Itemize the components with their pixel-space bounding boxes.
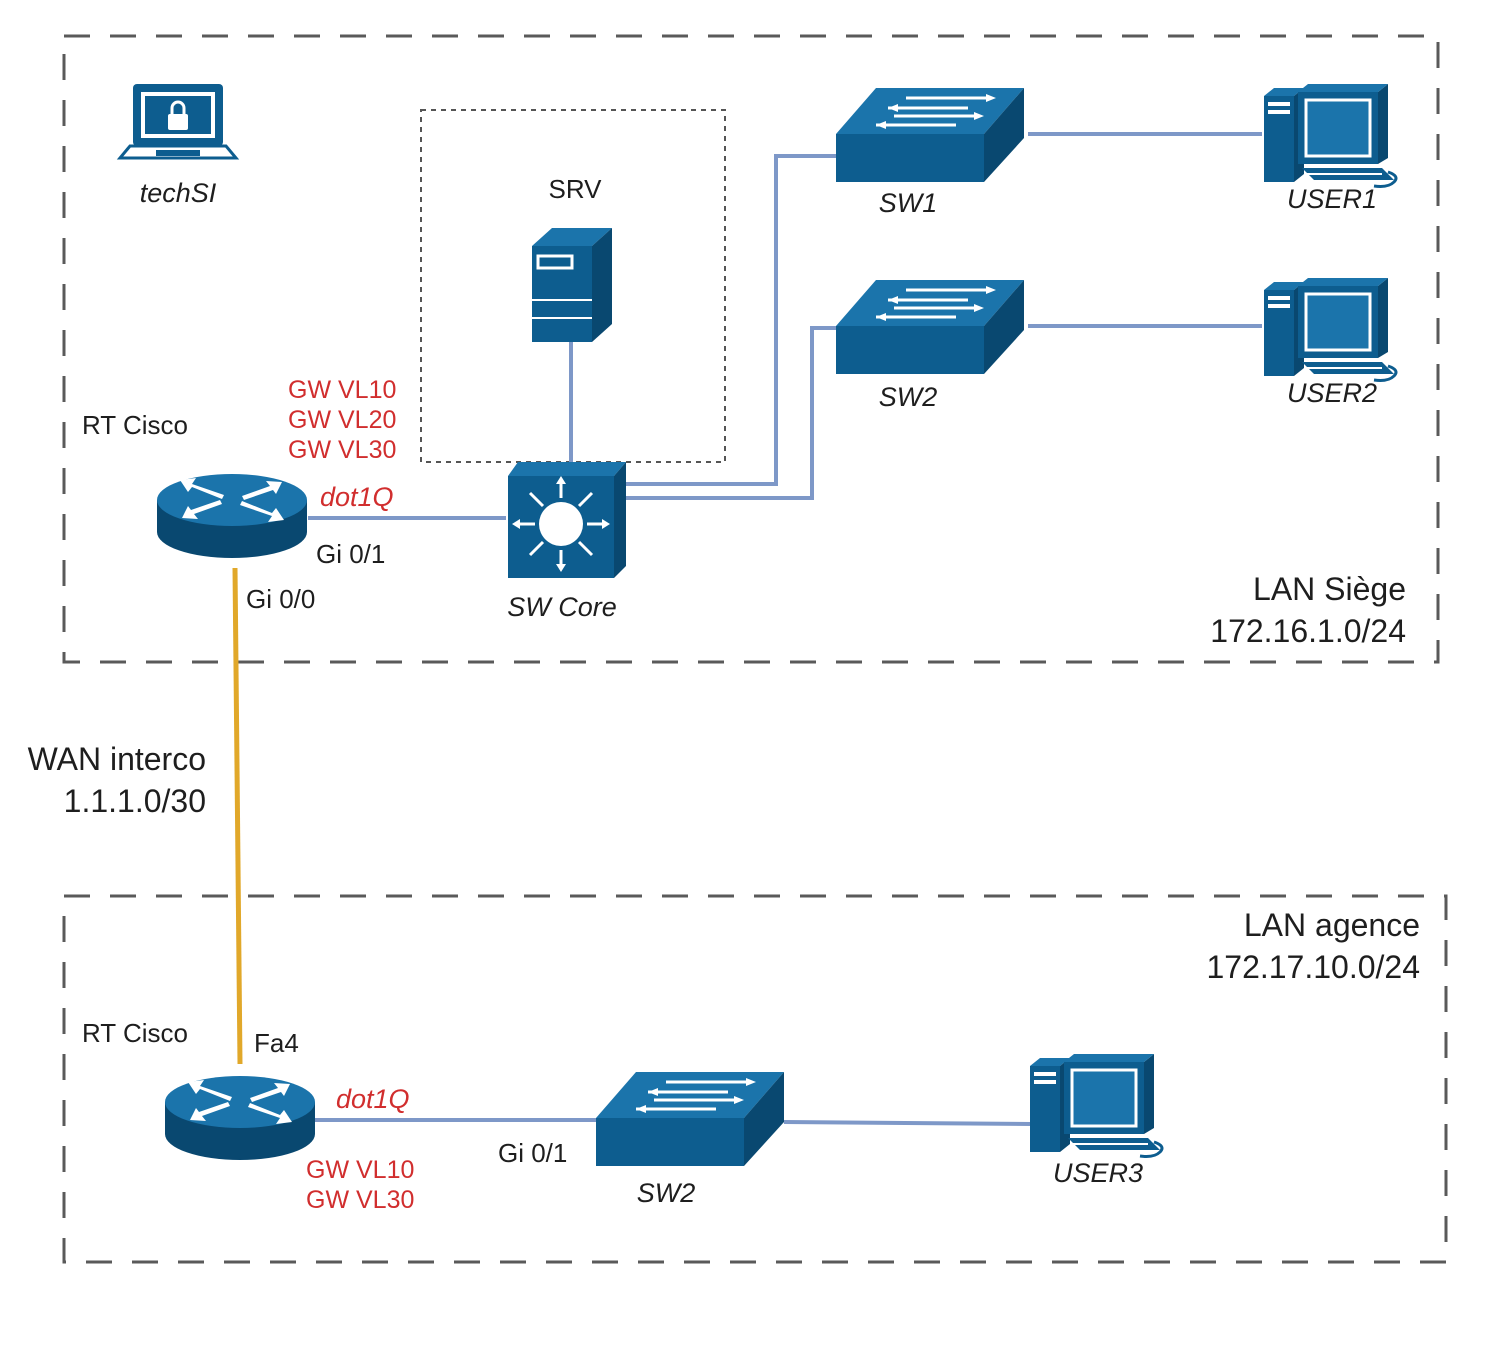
zone-siege-name: LAN Siège <box>1253 571 1406 607</box>
sw2-agence-label: SW2 <box>637 1178 696 1208</box>
trunk-label-agence: dot1Q <box>336 1084 410 1114</box>
sw2-siege-label: SW2 <box>879 382 938 412</box>
workstation-icon[interactable] <box>1028 1052 1164 1158</box>
multilayer-switch-icon[interactable] <box>508 462 626 578</box>
link-wan <box>232 567 243 1065</box>
link-sw2-user3 <box>783 1120 1033 1126</box>
port-label-rt-agence-wan: Fa4 <box>254 1028 299 1058</box>
port-label-rt-siege-wan: Gi 0/0 <box>246 584 315 614</box>
router-icon[interactable] <box>165 1076 315 1160</box>
gateway-label: GW VL30 <box>288 436 396 464</box>
sw-core-label: SW Core <box>507 592 617 622</box>
zone-siege-subnet: 172.16.1.0/24 <box>1210 613 1406 649</box>
switch-icon[interactable] <box>594 1070 786 1168</box>
srv-label: SRV <box>549 174 603 204</box>
port-label-rt-agence-lan: Gi 0/1 <box>498 1138 567 1168</box>
user2-label: USER2 <box>1287 378 1377 408</box>
router-icon[interactable] <box>157 474 307 558</box>
workstation-icon[interactable] <box>1262 276 1398 382</box>
wan-subnet: 1.1.1.0/30 <box>64 783 206 819</box>
gateway-label: GW VL30 <box>306 1186 414 1214</box>
techsi-label: techSI <box>140 178 217 208</box>
sw1-label: SW1 <box>879 188 938 218</box>
laptop-lock-icon[interactable] <box>116 84 240 160</box>
gateway-label: GW VL20 <box>288 406 396 434</box>
zone-agence-subnet: 172.17.10.0/24 <box>1206 949 1420 985</box>
zone-lan-agence <box>62 894 1448 1264</box>
switch-icon[interactable] <box>834 86 1026 184</box>
rt-siege-label: RT Cisco <box>82 410 188 440</box>
server-icon[interactable] <box>532 228 612 342</box>
switch-icon[interactable] <box>834 278 1026 376</box>
zone-server <box>420 109 726 463</box>
user3-label: USER3 <box>1053 1158 1143 1188</box>
wan-name: WAN interco <box>28 741 206 777</box>
port-label-rt-siege-lan: Gi 0/1 <box>316 539 385 569</box>
gateway-label: GW VL10 <box>288 376 396 404</box>
zone-agence-name: LAN agence <box>1244 907 1420 943</box>
gateway-label: GW VL10 <box>306 1156 414 1184</box>
workstation-icon[interactable] <box>1262 82 1398 188</box>
trunk-label-siege: dot1Q <box>320 482 394 512</box>
link-swcore-sw2 <box>626 326 838 500</box>
link-swcore-sw1 <box>626 154 838 486</box>
user1-label: USER1 <box>1287 184 1377 214</box>
zone-lan-siege <box>62 34 1440 664</box>
rt-agence-label: RT Cisco <box>82 1018 188 1048</box>
